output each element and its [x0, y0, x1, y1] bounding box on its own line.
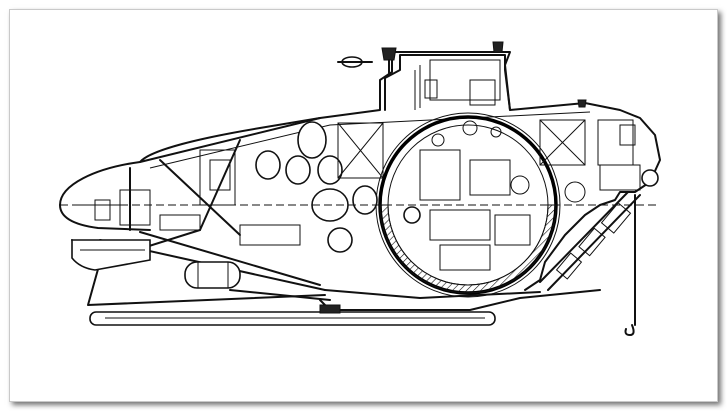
manipulator-arm: [539, 191, 641, 336]
conning-tower: [384, 54, 511, 111]
forward-ballast: [71, 239, 151, 271]
battery-pod: [184, 261, 241, 289]
forward-machinery: [80, 119, 586, 246]
aft-machinery: [564, 119, 659, 203]
skid-rail: [89, 304, 496, 326]
mast-lights: [337, 41, 587, 108]
ballast-tanks: [255, 121, 378, 253]
